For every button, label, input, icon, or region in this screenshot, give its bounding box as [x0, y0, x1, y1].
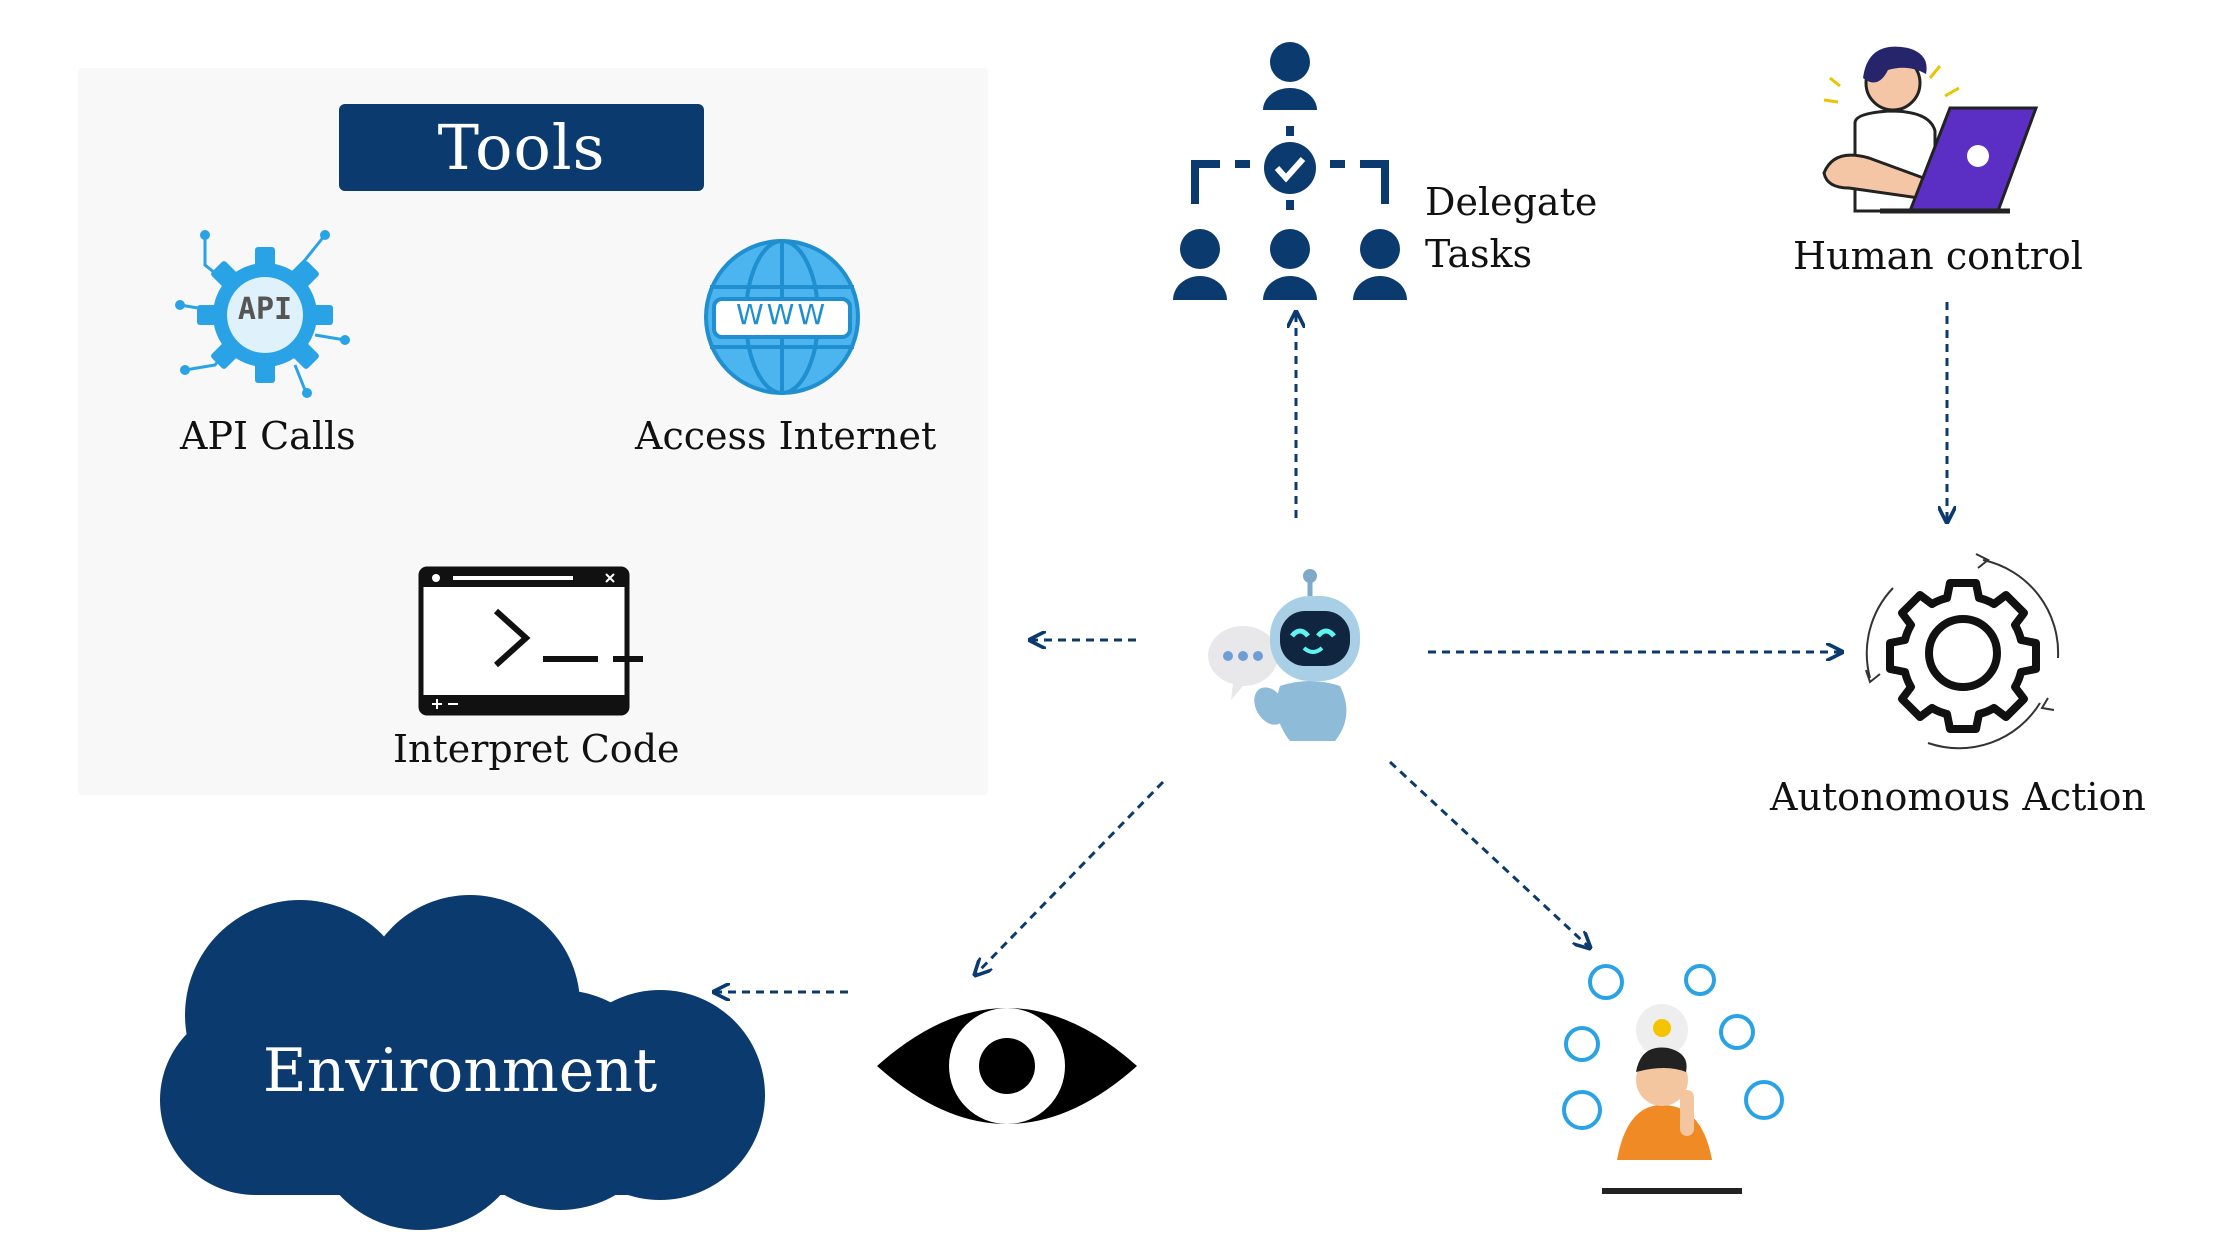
autonomous-action-label: Autonomous Action — [1770, 775, 2146, 819]
api-calls-label: API Calls — [180, 414, 356, 458]
delegate-line1: Delegate — [1425, 180, 1598, 224]
eye-icon — [877, 1008, 1137, 1124]
org-chart-icon — [1173, 42, 1407, 300]
environment-cloud-icon — [160, 895, 765, 1230]
www-text: WWW — [735, 298, 829, 331]
terminal-icon — [418, 566, 643, 716]
api-text: API — [237, 292, 293, 327]
interpret-code-label: Interpret Code — [393, 727, 680, 771]
access-internet-label: Access Internet — [635, 414, 937, 458]
robot-icon — [1208, 569, 1360, 741]
person-laptop-icon — [1822, 46, 2039, 214]
delegate-line2: Tasks — [1425, 232, 1533, 276]
thinking-person-icon — [1562, 964, 1784, 1194]
arrow-to-thinker — [1388, 760, 1590, 948]
human-control-label: Human control — [1793, 234, 2083, 278]
autonomous-gear-icon — [1865, 553, 2060, 750]
api-gear-icon — [175, 230, 350, 398]
tools-title: Tools — [339, 104, 704, 191]
environment-label: Environment — [262, 1036, 658, 1106]
arrow-to-eye — [975, 780, 1165, 975]
globe-icon — [704, 239, 860, 395]
